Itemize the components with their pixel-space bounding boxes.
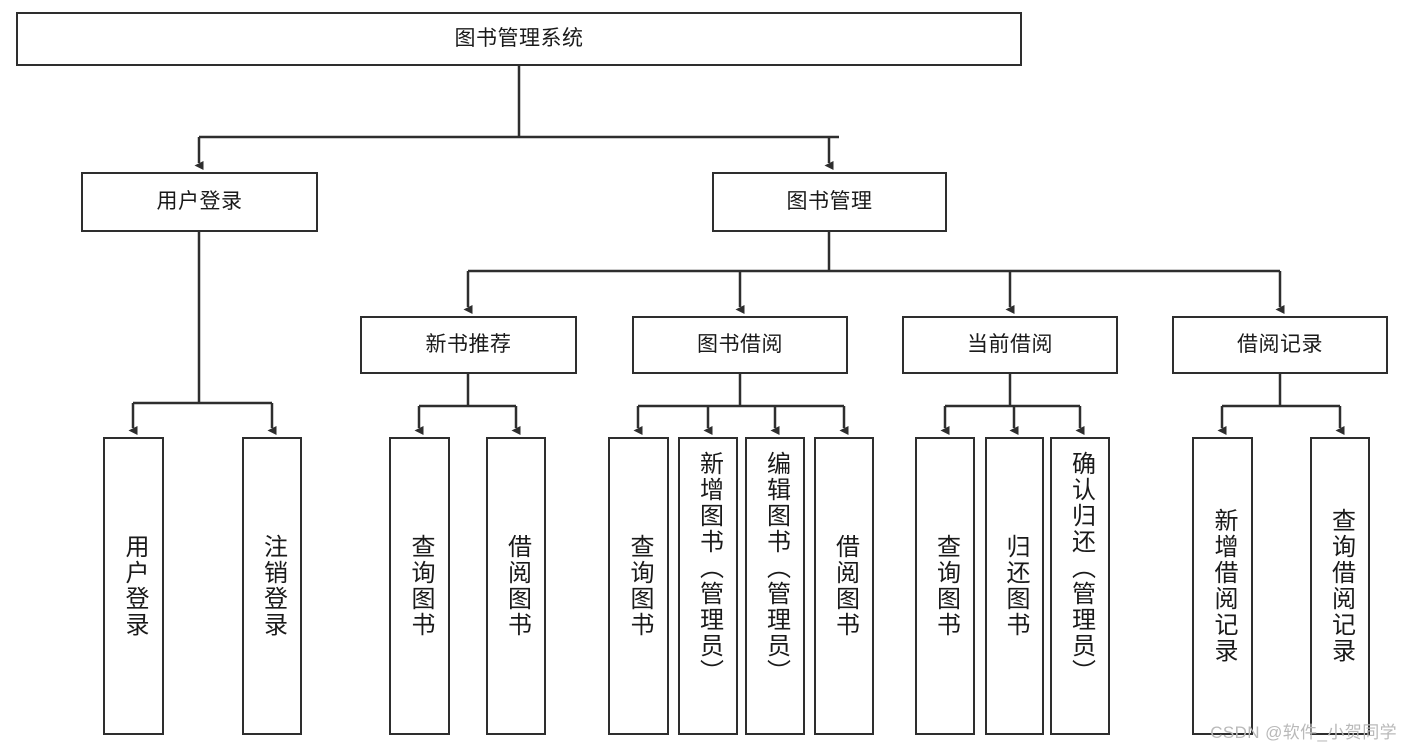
node-current-borrow[interactable]: 当前借阅 <box>902 316 1118 374</box>
node-leaf-query-book-rec[interactable]: 查询图书 <box>389 437 450 735</box>
node-label: 图书管理 <box>786 189 873 213</box>
node-label: 用户登录 <box>120 534 148 638</box>
edge-book-mgmt-to-level3 <box>463 232 1285 314</box>
node-label: 当前借阅 <box>967 332 1053 356</box>
node-label: 确认归还（管理员） <box>1067 451 1095 685</box>
node-label: 注销登录 <box>259 534 287 638</box>
node-borrow-record[interactable]: 借阅记录 <box>1172 316 1388 374</box>
edge-borrow-record-to-leaves <box>1217 374 1345 435</box>
node-root-system[interactable]: 图书管理系统 <box>16 12 1022 66</box>
node-label: 查询图书 <box>932 534 960 638</box>
edge-user-login-to-leaves <box>128 232 277 435</box>
node-new-book-recommend[interactable]: 新书推荐 <box>360 316 577 374</box>
node-label: 查询图书 <box>406 534 434 638</box>
edge-root-to-level2 <box>194 66 839 170</box>
node-label: 查询图书 <box>625 534 653 638</box>
node-leaf-borrow-book-rec[interactable]: 借阅图书 <box>486 437 546 735</box>
node-leaf-query-book-borrow[interactable]: 查询图书 <box>608 437 669 735</box>
node-user-login[interactable]: 用户登录 <box>81 172 318 232</box>
node-label: 新书推荐 <box>425 332 512 356</box>
node-leaf-query-book-current[interactable]: 查询图书 <box>915 437 975 735</box>
edge-current-borrow-to-leaves <box>940 374 1085 435</box>
node-label: 归还图书 <box>1001 534 1029 638</box>
node-leaf-add-borrow-record[interactable]: 新增借阅记录 <box>1192 437 1253 735</box>
node-label: 图书管理系统 <box>454 26 584 50</box>
edge-new-book-rec-to-leaves <box>414 374 521 435</box>
node-leaf-borrow-book[interactable]: 借阅图书 <box>814 437 874 735</box>
node-label: 借阅图书 <box>831 534 859 638</box>
watermark: CSDN @软件_小贺同学 <box>1210 723 1397 742</box>
node-leaf-edit-book-admin[interactable]: 编辑图书（管理员） <box>745 437 805 735</box>
node-label: 用户登录 <box>156 189 243 213</box>
node-label: 借阅图书 <box>503 534 531 638</box>
node-book-borrow[interactable]: 图书借阅 <box>632 316 848 374</box>
node-leaf-user-login[interactable]: 用户登录 <box>103 437 164 735</box>
node-label: 新增图书（管理员） <box>695 451 723 685</box>
node-leaf-query-borrow-record[interactable]: 查询借阅记录 <box>1310 437 1370 735</box>
node-leaf-return-book[interactable]: 归还图书 <box>985 437 1044 735</box>
node-leaf-logout[interactable]: 注销登录 <box>242 437 302 735</box>
node-label: 查询借阅记录 <box>1327 508 1355 664</box>
node-label: 借阅记录 <box>1237 332 1323 356</box>
edge-book-borrow-to-leaves <box>633 374 849 435</box>
node-label: 编辑图书（管理员） <box>762 451 790 685</box>
node-leaf-confirm-return-admin[interactable]: 确认归还（管理员） <box>1050 437 1110 735</box>
node-leaf-add-book-admin[interactable]: 新增图书（管理员） <box>678 437 738 735</box>
node-label: 图书借阅 <box>697 332 783 356</box>
node-label: 新增借阅记录 <box>1209 508 1237 664</box>
node-book-management[interactable]: 图书管理 <box>712 172 947 232</box>
